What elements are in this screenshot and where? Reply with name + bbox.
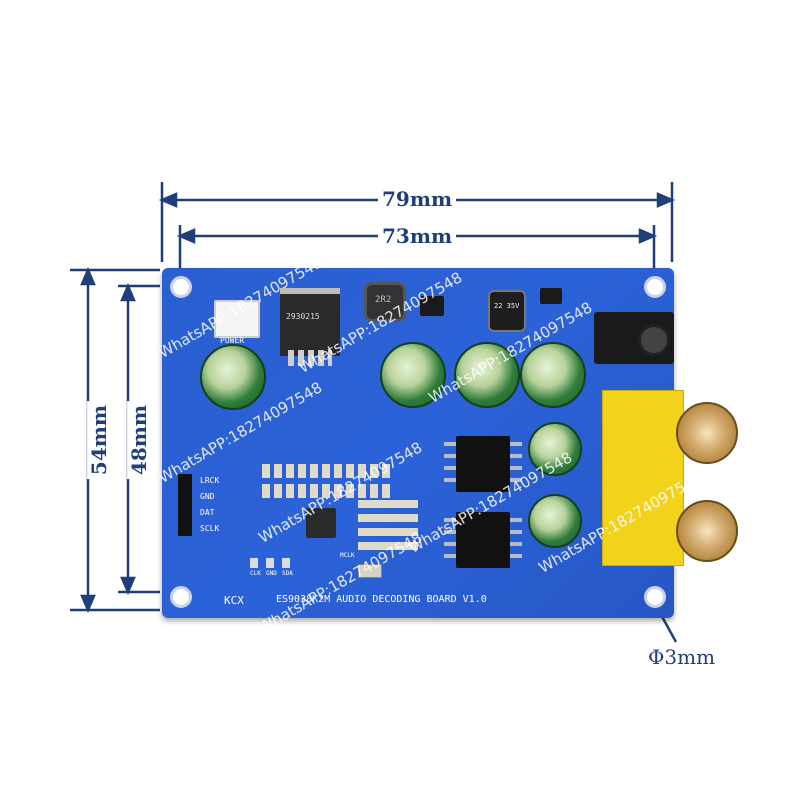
board-title: ES9038K2M AUDIO DECODING BOARD V1.0 [276, 594, 487, 605]
opamp-chip-1-top [456, 436, 510, 492]
regulator-text: 2930215 [286, 312, 320, 321]
inductor: 2R2 [364, 282, 406, 322]
capacitor-2 [454, 342, 520, 408]
inner-width-label: 73mm [378, 224, 457, 248]
smd-group-right [358, 500, 418, 550]
header-label-dat: DAT [200, 508, 215, 517]
capacitor-1 [380, 342, 446, 408]
clock-label-clk: CLK [250, 570, 261, 577]
outer-width-label: 79mm [378, 187, 457, 211]
clock-label-gnd: GND [266, 570, 277, 577]
regulator-pins [288, 350, 332, 366]
capacitor-4 [528, 422, 582, 476]
power-label: POWER [220, 336, 245, 345]
voltage-regulator: 2930215 [280, 288, 340, 356]
pcb-board: POWER 2930215 2R2 22 35V LRCK GND DAT SC… [162, 268, 738, 618]
crystal [358, 564, 382, 578]
power-connector [214, 300, 260, 338]
rca-jack-top [676, 402, 738, 464]
rca-jack-block [602, 390, 684, 566]
header-label-gnd: GND [200, 492, 215, 501]
rca-jack-bottom [676, 500, 738, 562]
smd-row-2 [262, 484, 392, 498]
hole-diameter-label: Φ3mm [644, 645, 720, 669]
smd-row-1 [262, 464, 392, 478]
i2s-header [178, 474, 192, 536]
capacitor-5 [528, 494, 582, 548]
mount-hole-bottom-right [644, 586, 666, 608]
capacitor-power [200, 344, 266, 410]
small-transistor [540, 288, 562, 304]
small-cap-top: 22 35V [488, 290, 526, 332]
inner-height-label: 48mm [127, 400, 152, 480]
outer-height-label: 54mm [87, 400, 112, 480]
small-cap-text: 22 35V [494, 302, 520, 310]
mount-hole-top-right [644, 276, 666, 298]
inductor-text: 2R2 [375, 295, 392, 305]
mclk-label: MCLK [340, 552, 355, 559]
clock-header [250, 558, 294, 568]
mount-hole-top-left [170, 276, 192, 298]
clock-label-sda: SDA [282, 570, 293, 577]
opamp-chip-2-top [456, 512, 510, 568]
brand-label: KCX [224, 594, 244, 607]
small-ic-top [420, 296, 444, 316]
headphone-jack [594, 312, 674, 364]
header-label-lrck: LRCK [200, 476, 220, 485]
header-label-sclk: SCLK [200, 524, 220, 533]
dac-chip [306, 508, 336, 538]
capacitor-3 [520, 342, 586, 408]
mount-hole-bottom-left [170, 586, 192, 608]
